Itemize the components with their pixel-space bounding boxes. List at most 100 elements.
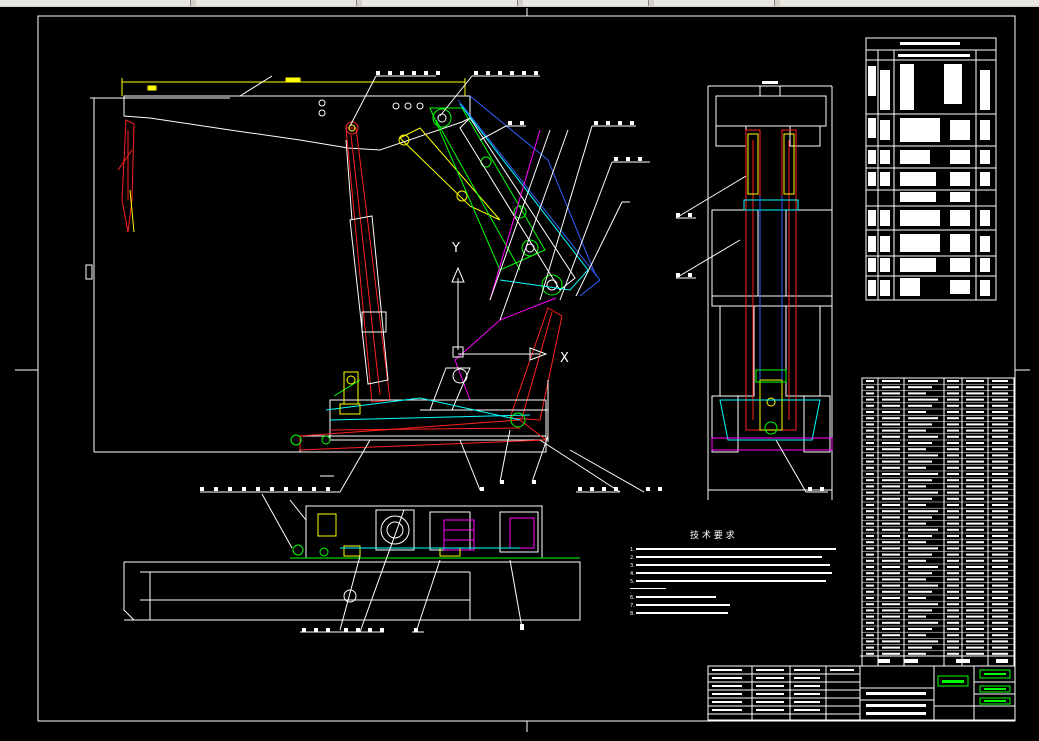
parts-list-cell-mark [908,516,932,519]
parts-list-cell-mark [992,504,1008,506]
parts-list-cell-mark [992,522,1008,525]
parts-list-cell-mark [882,597,900,599]
parts-list-cell-mark [966,479,984,482]
parts-list-cell-mark [966,404,984,407]
parts-list-cell-mark [882,553,900,556]
toolbar-segment[interactable] [0,0,191,6]
parts-list-cell-mark [947,528,959,531]
parts-list-cell-mark [947,522,959,525]
parts-list-cell-mark [966,473,984,475]
parts-list-cell-mark [947,652,959,655]
tech-line: 4. [630,571,635,577]
parts-list-cell-mark [966,510,984,513]
parts-list-cell-mark [966,497,984,500]
parts-list-cell-mark [947,510,959,513]
parts-list-cell-mark [866,528,874,531]
parts-list-cell-mark [966,603,984,606]
parts-list-cell-mark [947,504,959,506]
parts-list-cell-mark [966,640,984,643]
parts-list-cell-mark [866,504,874,506]
parts-list-cell-mark [947,646,959,649]
parts-list-cell-mark [947,578,959,581]
parts-list-cell-mark [992,460,1008,463]
parts-list-cell-mark [882,497,900,500]
parts-list-cell-mark [966,541,984,544]
tech-line: 6. [630,595,635,601]
parts-list-cell-mark [908,485,926,488]
toolbar-segment[interactable] [196,0,357,6]
parts-list-cell-mark [947,559,959,562]
toolbar-segment[interactable] [654,0,775,6]
parts-list-cell-mark [866,615,874,618]
parts-list-cell-mark [866,603,874,606]
parts-list-cell-mark [947,411,959,413]
axis-x-label: X [560,351,569,366]
technical-requirements: 技 术 要 求 1. 2. 3. 4. 5. 6. 7. 8. [630,529,836,617]
parts-list-cell-mark [966,634,984,637]
parts-list-cell-mark [908,621,938,624]
parts-list-cell-mark [908,559,926,562]
parts-list-cell-mark [882,578,900,581]
parts-list-cell-mark [966,491,984,494]
parts-list-cell-mark [966,528,984,531]
parts-list-cell-mark [992,535,1008,537]
parts-list-cell-mark [882,566,900,568]
parts-list-cell-mark [882,559,900,562]
parts-list-cell-mark [947,442,959,444]
parts-list-cell-mark [882,454,900,457]
parts-list-cell-mark [908,609,932,612]
parts-list-cell-mark [882,634,900,637]
tech-line: 3. [630,563,635,569]
parts-list-cell-mark [992,491,1008,494]
parts-list-cell-mark [992,516,1008,519]
parts-list-cell-mark [866,572,874,575]
parts-list-cell-mark [992,497,1008,500]
parts-list-cell-mark [992,640,1008,643]
drawing-canvas[interactable]: Y X [0,7,1039,737]
parts-list-cell-mark [866,522,874,525]
parts-list-cell-mark [947,398,959,401]
parts-list-cell-mark [908,572,932,575]
parts-list-cell-mark [992,454,1008,457]
tech-requirements-title: 技 术 要 求 [690,529,735,541]
title-block [707,655,1016,721]
parts-list-cell-mark [908,411,926,413]
toolbar-segment[interactable] [362,0,518,6]
parts-list-rows [862,383,1014,652]
parts-list-cell-mark [866,578,874,581]
parts-list-cell-mark [966,448,984,451]
parts-list-cell-mark [947,491,959,494]
parts-list-cell-mark [866,404,874,407]
parts-list-cell-mark [908,578,926,581]
parts-list-cell-mark [866,628,874,630]
parts-list-cell-mark [992,590,1008,593]
parts-list-cell-mark [882,429,900,432]
parts-list-cell-mark [908,510,938,513]
parts-list-cell-mark [947,386,959,389]
parts-list-cell-mark [866,609,874,612]
parts-list-cell-mark [882,411,900,413]
parts-list-cell-mark [908,547,938,550]
parts-list-cell-mark [908,404,932,407]
parts-list-cell-mark [966,578,984,581]
parts-list-cell-mark [947,516,959,519]
parts-list-cell-mark [882,522,900,525]
toolbar-segment[interactable] [523,0,649,6]
parts-list-cell-mark [866,392,874,395]
parts-list-cell-mark [908,615,926,618]
parts-list-cell-mark [992,411,1008,413]
parts-list-cell-mark [882,504,900,506]
tech-line: 7. [630,603,635,609]
parts-list-cell-mark [966,553,984,556]
parts-list-cell-mark [947,547,959,550]
parts-list-cell-mark [866,646,874,649]
parts-list-cell-mark [992,578,1008,581]
parts-list-cell-mark [947,380,959,382]
parts-list-cell-mark [966,566,984,568]
parts-list-cell-mark [882,547,900,550]
tech-line: 8. [630,611,635,617]
parts-list-cell-mark [882,473,900,475]
parts-list-cell-mark [992,652,1008,655]
toolbar-segment[interactable] [780,0,1039,6]
parts-list-cell-mark [966,609,984,612]
